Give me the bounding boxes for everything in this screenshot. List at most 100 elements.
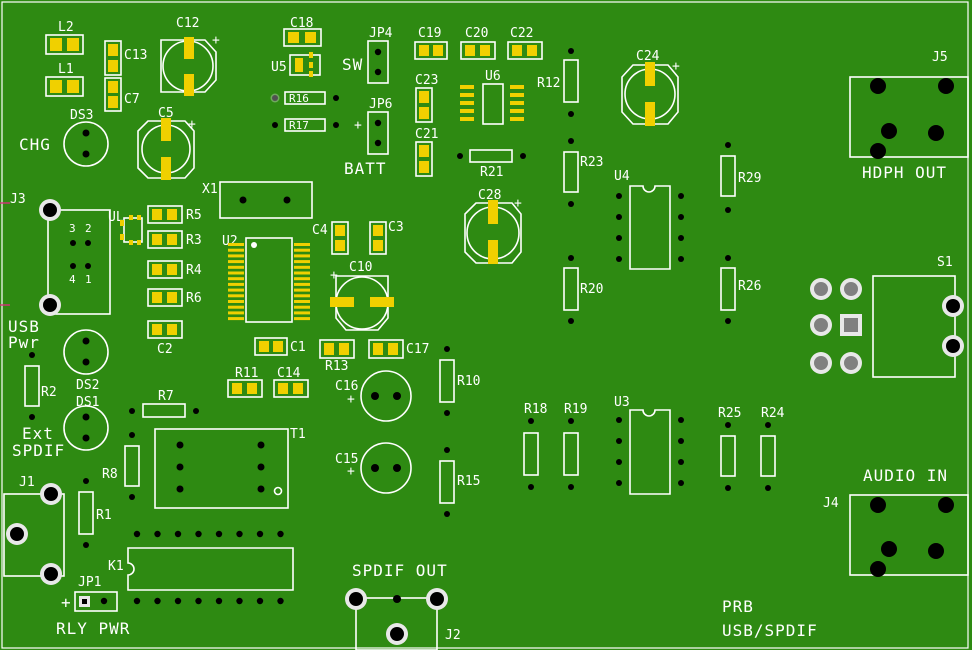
resistor-r13[interactable]: R13	[319, 339, 355, 374]
resistor-r17[interactable]: R17	[272, 118, 339, 132]
resistor-r2[interactable]: R2	[24, 352, 57, 420]
resistor-r6[interactable]: R6	[147, 288, 202, 307]
jumper-jp1[interactable]: JP1 + RLY PWR	[56, 575, 130, 638]
resistor-r24[interactable]: R24	[760, 406, 785, 491]
u2-pad	[228, 248, 244, 252]
r29-label: R29	[738, 171, 761, 186]
rca-connector-j1[interactable]: J1	[3, 475, 65, 585]
ic-u4[interactable]: U4	[614, 169, 684, 270]
ic-u3[interactable]: U3	[614, 395, 684, 495]
k1-pin	[195, 597, 202, 605]
resistor-r20[interactable]: R20	[563, 255, 603, 324]
j3-label: J3	[10, 192, 26, 207]
capacitor-c4[interactable]: C4	[312, 221, 349, 255]
j3-pin3: 3	[69, 222, 76, 235]
k1-pin	[215, 597, 223, 605]
resistor-r12[interactable]: R12	[537, 48, 579, 117]
resistor-r21[interactable]: R21	[457, 149, 526, 180]
u2-pad	[294, 288, 310, 292]
capacitor-c21[interactable]: C21	[415, 127, 438, 177]
resistor-r8[interactable]: R8	[102, 432, 140, 500]
resistor-r15[interactable]: R15	[439, 447, 480, 517]
k1-pins-top	[133, 530, 284, 538]
ul-label: UL	[108, 210, 124, 225]
inductor-l1[interactable]: L1	[45, 62, 84, 97]
r4-label: R4	[186, 263, 202, 278]
capacitor-c13[interactable]: C13	[104, 40, 147, 76]
r8-label: R8	[102, 467, 118, 482]
capacitor-c28[interactable]: C28 +	[464, 188, 522, 264]
r21-label: R21	[480, 165, 503, 180]
usb-connector-j3[interactable]: J3 3 2 4 1	[0, 192, 111, 316]
led-ds3[interactable]: DS3 CHG	[19, 108, 109, 167]
led-ds2[interactable]: USB Pwr DS2	[8, 317, 109, 393]
capacitor-c14[interactable]: C14	[273, 366, 309, 398]
r26-label: R26	[738, 279, 761, 294]
resistor-r11[interactable]: R11	[227, 366, 263, 398]
c2-label: C2	[157, 342, 173, 357]
batt-label: BATT	[344, 159, 387, 178]
relay-k1[interactable]: K1	[108, 530, 294, 605]
u2-pad	[294, 294, 310, 298]
ic-ul[interactable]: UL	[108, 210, 143, 245]
u2-pins-left	[228, 243, 244, 321]
capacitor-c2[interactable]: C2	[147, 320, 183, 357]
capacitor-c7[interactable]: C7	[104, 77, 140, 112]
regulator-u5[interactable]: U5	[271, 52, 321, 77]
headphone-jack-j5[interactable]: J5 HDPH OUT	[849, 50, 969, 182]
switch-s1[interactable]: S1	[810, 255, 964, 378]
jumper-jp4[interactable]: JP4 SW	[342, 26, 393, 84]
j3-pin1: 1	[85, 273, 92, 286]
capacitor-c17[interactable]: C17	[368, 339, 429, 359]
capacitor-c15[interactable]: C15 +	[335, 442, 412, 494]
resistor-r16[interactable]: R16	[270, 91, 340, 105]
capacitor-c5[interactable]: C5 +	[137, 106, 196, 180]
k1-pin	[154, 597, 161, 605]
ic-u2[interactable]: U2	[222, 234, 310, 323]
capacitor-c22[interactable]: C22	[507, 26, 543, 60]
led-ds1[interactable]: DS1 Ext SPDIF	[12, 395, 109, 460]
c5-label: C5	[158, 106, 174, 121]
capacitor-c10[interactable]: C10 +	[330, 260, 394, 331]
r10-label: R10	[457, 374, 480, 389]
crystal-x1[interactable]: X1	[202, 181, 313, 219]
resistor-r29[interactable]: R29	[720, 142, 761, 213]
capacitor-c16[interactable]: C16 +	[335, 370, 412, 422]
u2-pad	[294, 260, 310, 264]
resistor-r23[interactable]: R23	[563, 138, 603, 207]
ic-u6[interactable]: U6	[460, 69, 524, 125]
sw-label: SW	[342, 55, 363, 74]
ds3-label: DS3	[70, 108, 93, 123]
resistor-r10[interactable]: R10	[439, 346, 480, 416]
jumper-jp6[interactable]: JP6 + BATT	[344, 97, 392, 178]
resistor-r5[interactable]: R5	[147, 205, 202, 224]
resistor-r4[interactable]: R4	[147, 260, 202, 279]
resistor-r19[interactable]: R19	[563, 402, 587, 490]
rly-pwr-label: RLY PWR	[56, 619, 130, 638]
resistor-r1[interactable]: R1	[78, 478, 112, 548]
capacitor-c24[interactable]: C24 +	[621, 49, 680, 126]
c3-label: C3	[388, 220, 404, 235]
j3-pin2: 2	[85, 222, 92, 235]
resistor-r7[interactable]: R7	[129, 389, 199, 418]
spdif-connector-j2[interactable]: SPDIF OUT J2	[345, 561, 461, 650]
j4-label: J4	[823, 496, 839, 511]
resistor-r18[interactable]: R18	[523, 402, 547, 490]
capacitor-c23[interactable]: C23	[415, 73, 438, 123]
jp6-plus: +	[354, 118, 362, 133]
k1-pin	[174, 530, 182, 538]
transformer-t1[interactable]: T1	[154, 427, 306, 509]
capacitor-c12[interactable]: C12 +	[160, 16, 220, 96]
capacitor-c18[interactable]: C18	[283, 16, 322, 47]
jp4-label: JP4	[369, 26, 393, 41]
resistor-r3[interactable]: R3	[147, 230, 202, 249]
inductor-l2[interactable]: L2	[45, 20, 84, 55]
capacitor-c20[interactable]: C20	[460, 26, 496, 60]
capacitor-c19[interactable]: C19	[414, 26, 448, 60]
capacitor-c1[interactable]: C1	[254, 337, 306, 356]
resistor-r25[interactable]: R25	[718, 406, 741, 491]
resistor-r26[interactable]: R26	[720, 255, 761, 324]
u3-label: U3	[614, 395, 630, 410]
capacitor-c3[interactable]: C3	[369, 220, 404, 255]
audio-jack-j4[interactable]: AUDIO IN J4	[823, 466, 969, 577]
